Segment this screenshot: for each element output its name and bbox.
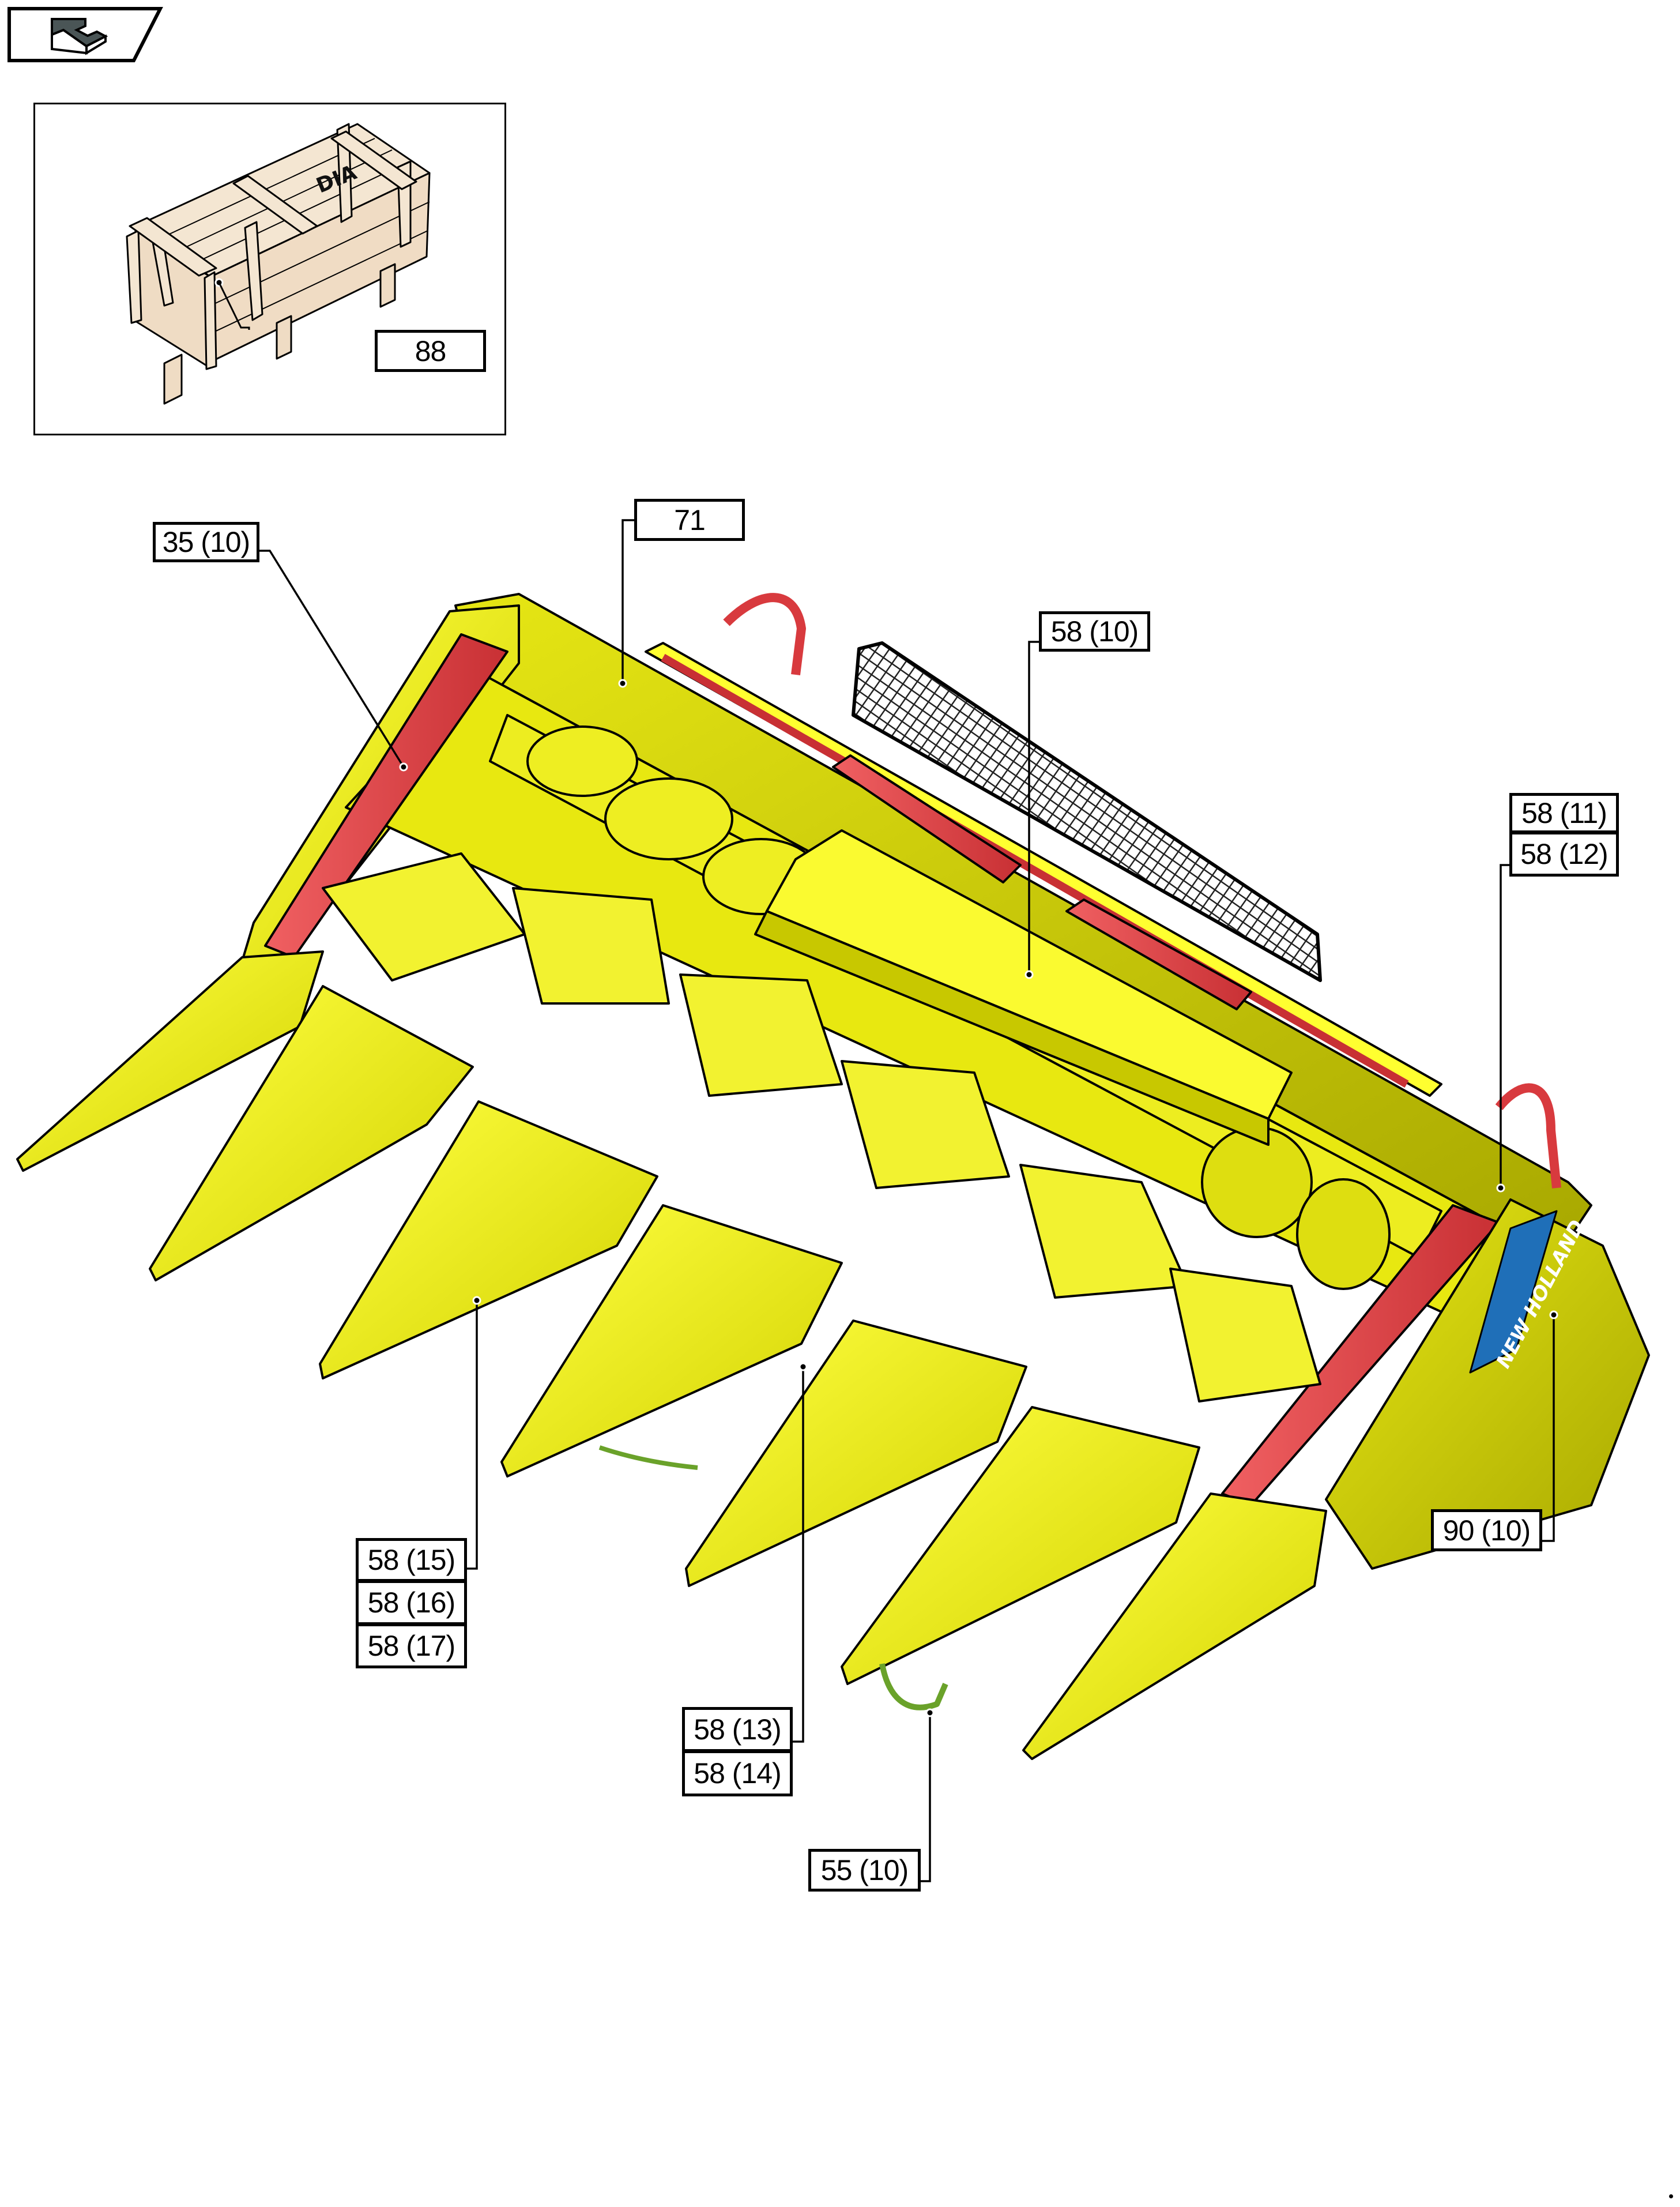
page-end-dot [1669, 2194, 1673, 2198]
callout-58-15[interactable]: 58 (15) [356, 1538, 467, 1582]
callout-58-17[interactable]: 58 (17) [356, 1623, 467, 1668]
callout-58-14[interactable]: 58 (14) [682, 1750, 793, 1796]
callout-90-10[interactable]: 90 (10) [1431, 1509, 1542, 1551]
callout-88[interactable]: 88 [375, 330, 486, 372]
back-navigation-button[interactable] [0, 0, 167, 69]
callout-58-10[interactable]: 58 (10) [1039, 611, 1150, 652]
callout-58-12[interactable]: 58 (12) [1509, 832, 1619, 877]
brand-decal: NEW HOLLAND [1492, 1216, 1589, 1372]
callout-58-13[interactable]: 58 (13) [682, 1707, 793, 1752]
callout-71[interactable]: 71 [634, 499, 745, 541]
callout-58-16[interactable]: 58 (16) [356, 1580, 467, 1625]
callout-58-11[interactable]: 58 (11) [1509, 793, 1619, 833]
return-arrow-icon [7, 7, 163, 62]
callout-55-10[interactable]: 55 (10) [808, 1849, 921, 1892]
shipping-crate-inset [33, 103, 506, 435]
callout-35-10[interactable]: 35 (10) [153, 522, 259, 562]
